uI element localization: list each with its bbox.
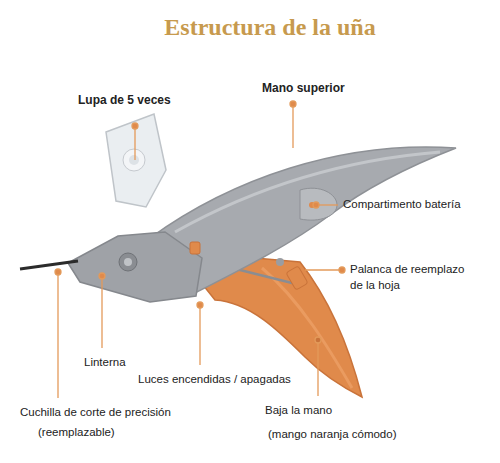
part-label: Lupa de 5 veces	[78, 92, 171, 108]
part-label: Mano superior	[262, 80, 345, 96]
title: Estructura de la uña	[120, 14, 420, 41]
part-label: Luces encendidas / apagadas	[138, 372, 291, 388]
part-label: Baja la mano	[265, 403, 332, 419]
part-label: Palanca de reemplazo de la hoja	[350, 262, 472, 293]
part-label: Cuchilla de corte de precisión	[20, 405, 171, 421]
part-label: Compartimento batería	[343, 197, 461, 213]
part-label: Linterna	[84, 355, 126, 371]
part-note: (mango naranja cómodo)	[268, 427, 397, 443]
part-note: (reemplazable)	[38, 425, 115, 441]
